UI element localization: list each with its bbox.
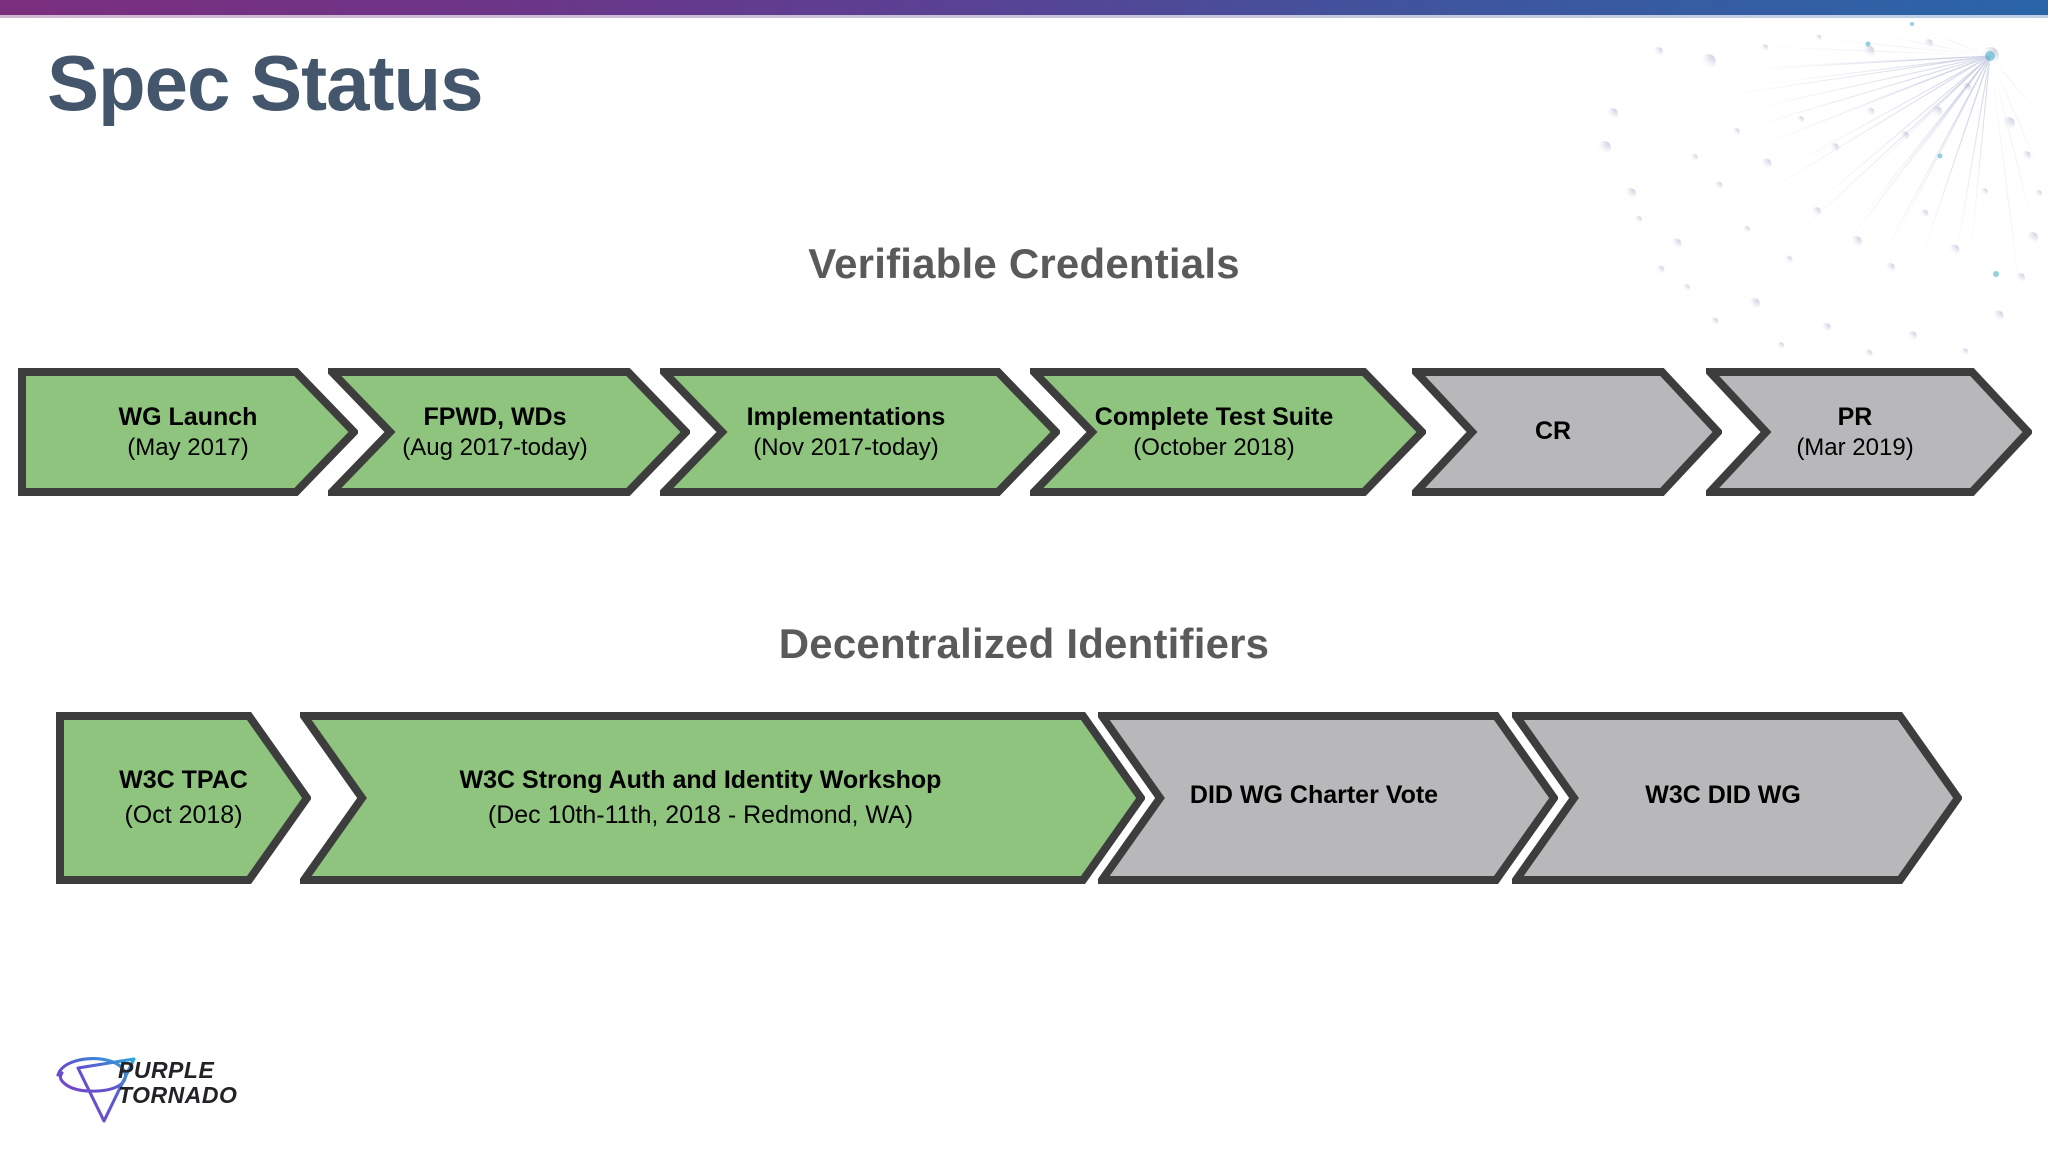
chevron-shape (1706, 368, 2032, 496)
chevron-shape-start (56, 712, 311, 884)
step-label: W3C Strong Auth and Identity Workshop (459, 766, 942, 794)
step-label: PR (1837, 402, 1873, 431)
chevron-shape (1412, 368, 1722, 496)
timeline-verifiable-credentials: WG Launch (May 2017) FPWD, WDs (Aug 2017… (0, 368, 2048, 496)
step-label: W3C DID WG (1645, 780, 1801, 809)
timeline-decentralized-identifiers: W3C TPAC (Oct 2018) W3C Strong Auth and … (56, 712, 2048, 884)
step-date: (Oct 2018) (124, 801, 243, 829)
chevron-shape (300, 712, 1145, 884)
step-date: (October 2018) (1133, 433, 1295, 461)
accent-gradient-bar (0, 0, 2048, 15)
section-heading-verifiable-credentials: Verifiable Credentials (808, 240, 1240, 287)
accent-bar-shadow (0, 15, 2048, 18)
chevron-shape (1512, 712, 1962, 884)
timeline-step-w3c-did-wg[interactable]: W3C DID WG (1512, 712, 1962, 884)
step-date: (Dec 10th-11th, 2018 - Redmond, WA) (487, 801, 914, 829)
step-label: FPWD, WDs (423, 402, 567, 431)
chevron-shape (1030, 368, 1426, 496)
chevron-shape (660, 368, 1060, 496)
timeline-step-did-wg-charter-vote[interactable]: DID WG Charter Vote (1098, 712, 1558, 884)
timeline-step-fpwd-wds[interactable]: FPWD, WDs (Aug 2017-today) (328, 368, 690, 496)
step-label: Complete Test Suite (1094, 402, 1334, 431)
timeline-step-cr[interactable]: CR (1412, 368, 1722, 496)
page-title: Spec Status (47, 39, 483, 127)
logo-wordmark: PURPLE TORNADO (118, 1058, 237, 1108)
step-date: (Aug 2017-today) (402, 433, 588, 461)
step-date: (Mar 2019) (1796, 433, 1914, 461)
logo-line-2: TORNADO (118, 1081, 238, 1108)
step-date: (May 2017) (127, 433, 249, 461)
logo-line-1: PURPLE (118, 1057, 215, 1083)
timeline-step-wg-launch[interactable]: WG Launch (May 2017) (18, 368, 358, 496)
timeline-step-complete-test-suite[interactable]: Complete Test Suite (October 2018) (1030, 368, 1426, 496)
chevron-shape-start (18, 368, 358, 496)
timeline-step-w3c-tpac[interactable]: W3C TPAC (Oct 2018) (56, 712, 311, 884)
network-burst-graphic (1597, 22, 2043, 356)
section-heading-decentralized-identifiers: Decentralized Identifiers (778, 620, 1270, 667)
step-date: (Nov 2017-today) (753, 433, 939, 461)
timeline-step-implementations[interactable]: Implementations (Nov 2017-today) (660, 368, 1060, 496)
step-label: CR (1534, 416, 1572, 445)
chevron-shape (1098, 712, 1558, 884)
timeline-step-pr[interactable]: PR (Mar 2019) (1706, 368, 2032, 496)
step-label: W3C TPAC (119, 766, 248, 794)
step-label: DID WG Charter Vote (1189, 780, 1439, 809)
step-label: Implementations (746, 402, 946, 431)
chevron-shape (328, 368, 690, 496)
step-label: WG Launch (118, 402, 258, 431)
tornado-swirl-icon (56, 1057, 136, 1123)
timeline-step-w3c-strong-auth-workshop[interactable]: W3C Strong Auth and Identity Workshop (D… (300, 712, 1145, 884)
